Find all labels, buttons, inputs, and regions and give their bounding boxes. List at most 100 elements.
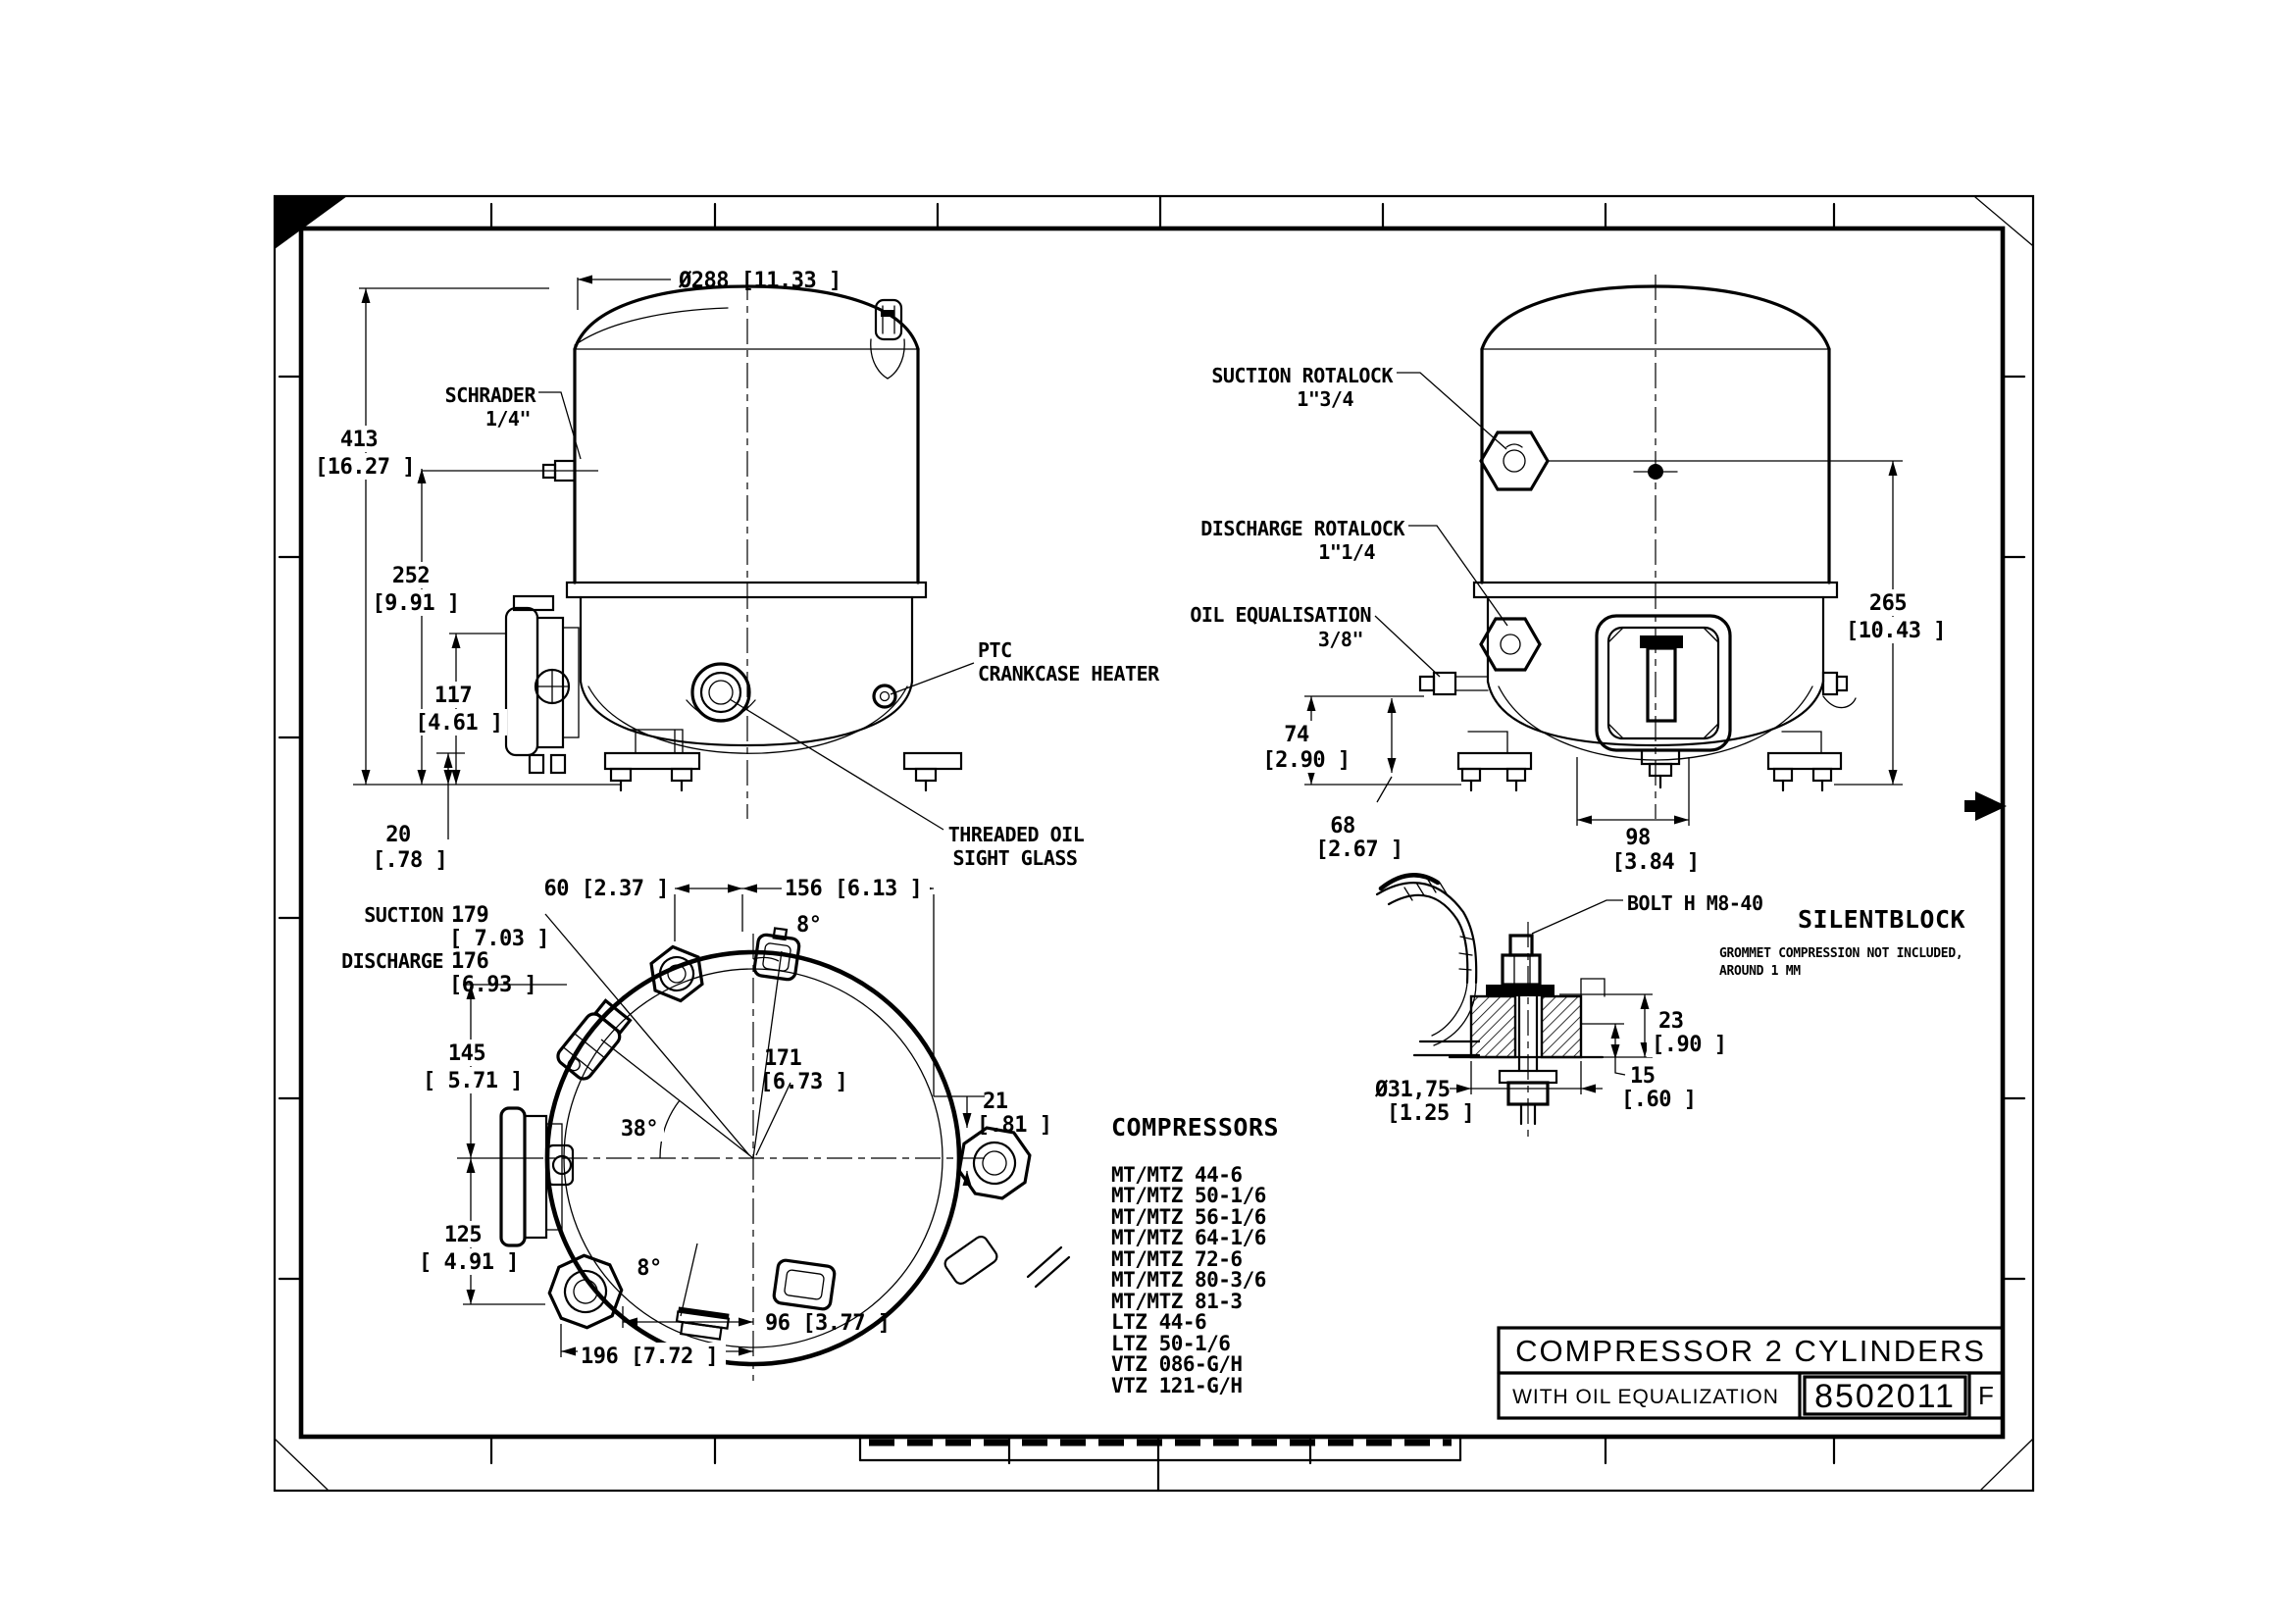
dim-15-in: [.60 ]	[1621, 1088, 1696, 1112]
dim-15: 15	[1630, 1064, 1656, 1089]
revision-letter: F	[1978, 1381, 1994, 1410]
top-suction-inches: [ 7.03 ]	[449, 927, 549, 951]
title-block-subtitle: WITH OIL EQUALIZATION	[1512, 1386, 1779, 1408]
discharge-rotalock-label: DISCHARGE ROTALOCK	[1200, 517, 1404, 540]
oil-sight-glass	[686, 662, 756, 723]
compressors-list: COMPRESSORS MT/MTZ 44-6 MT/MTZ 50-1/6 MT…	[1111, 1113, 1279, 1397]
suction-rotalock-size: 1"3/4	[1297, 387, 1353, 411]
schrader-size: 1/4"	[485, 407, 531, 431]
side-view-outline	[1472, 275, 1903, 819]
dim-21: 21	[983, 1090, 1008, 1114]
ptc-label-2: CRANKCASE HEATER	[978, 662, 1160, 685]
silentblock-note-2: AROUND 1 MM	[1719, 964, 1801, 979]
front-view-dimensions	[353, 275, 975, 839]
top-rotalock-valve	[556, 998, 633, 1081]
top-lower-right-detail	[943, 1236, 1071, 1289]
compressor-model: MT/MTZ 44-6	[1111, 1163, 1243, 1187]
bottom-ticks	[489, 1434, 1836, 1493]
oil-equalisation-fitting	[1418, 671, 1489, 696]
oil-equalisation-label: OIL EQUALISATION	[1190, 603, 1371, 627]
oil-equalisation-size: 3/8"	[1318, 628, 1363, 651]
outer-border	[273, 194, 2035, 1493]
compressor-model: MT/MTZ 56-1/6	[1111, 1205, 1266, 1229]
dim-diameter: Ø288 [11.33 ]	[678, 269, 841, 293]
dim-74-in: [2.90 ]	[1262, 748, 1350, 773]
oil-equalization-plate	[1595, 614, 1732, 789]
compressor-model: MT/MTZ 80-3/6	[1111, 1268, 1266, 1292]
dim-96: 96 [3.77 ]	[765, 1311, 890, 1336]
suction-rotalock-fitting	[1479, 431, 1550, 491]
dim-68-in: [2.67 ]	[1315, 837, 1402, 862]
top-foot-right	[957, 1126, 1032, 1200]
top-suction-value: 179	[451, 903, 488, 928]
dim-413: 413	[340, 428, 378, 452]
dim-20-in: [.78 ]	[373, 848, 447, 873]
dim-60: 60 [2.37 ]	[544, 877, 669, 901]
compressor-model: VTZ 121-G/H	[1111, 1374, 1243, 1397]
crankcase-heater	[872, 684, 897, 709]
dim-23: 23	[1658, 1009, 1684, 1034]
front-view: 413 [16.27 ] 252 [9.91 ] 117 [4.61 ] 20 …	[310, 269, 1161, 873]
discharge-rotalock-size: 1"1/4	[1318, 540, 1375, 564]
side-ticks	[278, 375, 2026, 1281]
dim-74: 74	[1284, 723, 1309, 747]
silentblock-dimensions	[1450, 899, 1653, 1094]
suction-rotalock-label: SUCTION ROTALOCK	[1211, 364, 1393, 387]
dim-265-in: [10.43 ]	[1846, 619, 1946, 643]
top-foot-bottom-left	[547, 1253, 624, 1330]
schrader-fitting	[422, 459, 598, 482]
angle-38: 38°	[621, 1117, 658, 1142]
right-edge-arrow-marker	[1964, 791, 2007, 821]
top-left-valve-assembly	[499, 1106, 575, 1247]
compressor-model: MT/MTZ 64-1/6	[1111, 1226, 1266, 1249]
top-view-dimensions	[457, 884, 985, 1357]
dim-171: 171	[764, 1046, 801, 1071]
dim-125: 125	[444, 1223, 482, 1247]
angle-8-top: 8°	[796, 913, 822, 938]
dim-265: 265	[1869, 591, 1907, 616]
top-bottom-plate	[772, 1258, 837, 1311]
dim-156: 156 [6.13 ]	[785, 877, 922, 901]
schrader-label: SCHRADER	[445, 383, 537, 407]
dim-117: 117	[434, 684, 472, 708]
silentblock-bolt	[1486, 922, 1558, 1138]
ptc-label-1: PTC	[978, 638, 1012, 662]
dim-413-in: [16.27 ]	[315, 455, 415, 480]
dim-98-in: [3.84 ]	[1611, 850, 1699, 875]
inner-frame	[298, 226, 2006, 1440]
top-discharge-value: 176	[451, 949, 488, 974]
title-block-title: COMPRESSOR 2 CYLINDERS	[1515, 1334, 1986, 1368]
dim-20: 20	[385, 823, 411, 847]
title-block: COMPRESSOR 2 CYLINDERS WITH OIL EQUALIZA…	[1497, 1326, 2005, 1420]
compressor-model: MT/MTZ 50-1/6	[1111, 1184, 1266, 1207]
top-suction-label: SUCTION	[364, 903, 443, 927]
dim-196: 196 [7.72 ]	[581, 1345, 718, 1369]
side-feet	[1456, 731, 1843, 792]
drawing-number-box	[1803, 1375, 1967, 1416]
compressor-model: MT/MTZ 81-3	[1111, 1290, 1243, 1313]
silentblock-detail: BOLT H M8-40 SILENTBLOCK GROMMET COMPRES…	[1374, 873, 1965, 1138]
drawing-number: 8502011	[1814, 1378, 1956, 1415]
compressors-title: COMPRESSORS	[1111, 1113, 1279, 1142]
corner-trim-mark	[275, 196, 347, 249]
sheet-frame	[273, 194, 2035, 1493]
side-view: 265 [10.43 ] 74 [2.90 ] 68 [2.67 ] 98 [3…	[1190, 275, 1950, 875]
dim-21-in: [.81 ]	[977, 1113, 1051, 1138]
compressor-model: VTZ 086-G/H	[1111, 1352, 1243, 1376]
compressor-model: LTZ 44-6	[1111, 1310, 1206, 1334]
sight-glass-label-2: SIGHT GLASS	[953, 846, 1078, 870]
top-view: SUCTION 179 [ 7.03 ] DISCHARGE 176 [6.93…	[341, 875, 1071, 1381]
compressor-model: MT/MTZ 72-6	[1111, 1247, 1243, 1271]
side-right-fitting	[1821, 671, 1857, 709]
angle-8-bottom: 8°	[637, 1256, 662, 1281]
top-ticks	[489, 194, 1836, 230]
discharge-rotalock-fitting	[1479, 617, 1542, 672]
top-plug	[870, 298, 905, 380]
dim-252-in: [9.91 ]	[372, 591, 459, 616]
top-discharge-label: DISCHARGE	[341, 949, 443, 973]
top-hex-fitting	[649, 944, 704, 1003]
dim-grommet-dia: Ø31,75	[1374, 1078, 1450, 1102]
dim-171-in: [6.73 ]	[760, 1070, 847, 1094]
silentblock-title: SILENTBLOCK	[1798, 905, 1965, 934]
